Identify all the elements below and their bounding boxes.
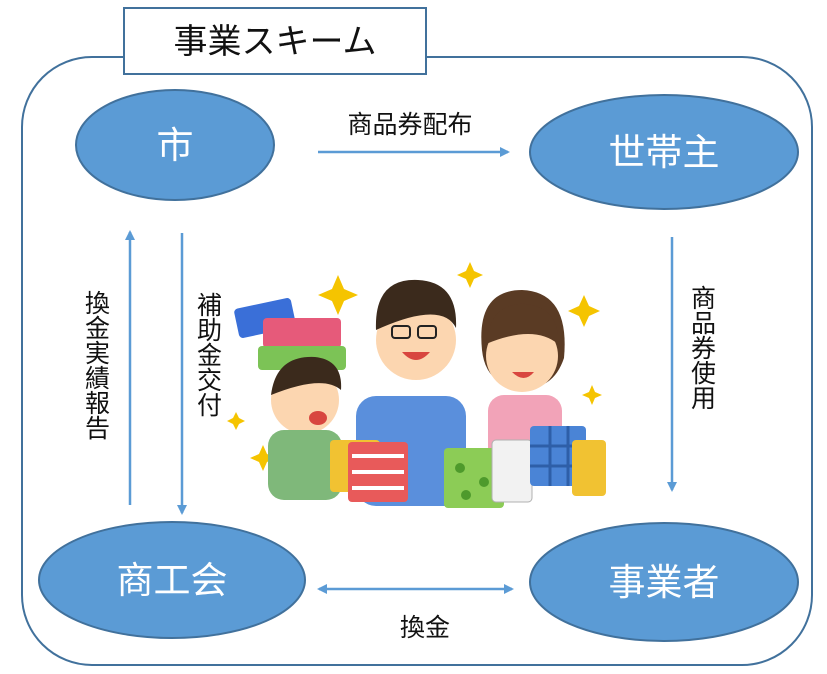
- shopping-bag-icons: [330, 426, 606, 508]
- node-household: 世帯主: [529, 94, 799, 210]
- node-business-label: 事業者: [609, 561, 720, 604]
- node-business: 事業者: [529, 522, 799, 642]
- node-chamber-label: 商工会: [117, 559, 228, 602]
- node-chamber: 商工会: [38, 521, 306, 639]
- diagram-title: 事業スキーム: [174, 22, 377, 62]
- edge-label-voucher-distribution: 商品券配布: [347, 110, 472, 139]
- node-city-label: 市: [157, 124, 194, 167]
- title-box: 事業スキーム: [123, 7, 427, 75]
- edge-label-exchange: 換金: [400, 613, 450, 642]
- edge-label-subsidy: 補助金交付: [194, 292, 223, 417]
- edge-label-voucher-use: 商品券使用: [688, 285, 717, 410]
- sparkle-icons: [227, 262, 602, 471]
- node-city: 市: [75, 89, 275, 201]
- child-figure: [234, 298, 346, 500]
- edge-label-exchange-report: 換金実績報告: [82, 290, 111, 440]
- family-shopping-illustration: [227, 262, 606, 508]
- node-household-label: 世帯主: [609, 131, 720, 174]
